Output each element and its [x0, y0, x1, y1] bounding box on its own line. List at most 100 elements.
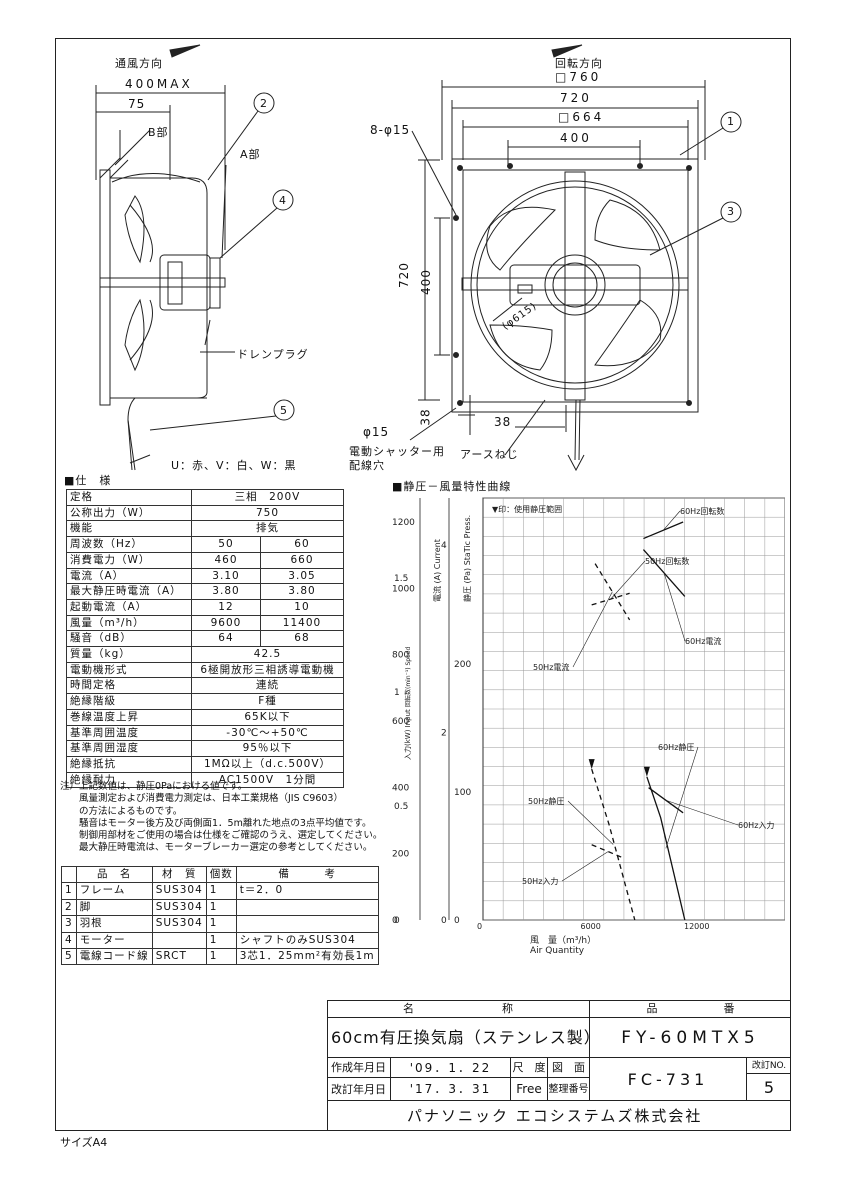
spec-label: 公称出力（W）: [66, 504, 192, 522]
spec-value: 42.5: [191, 646, 344, 663]
parts-name: 羽根: [75, 915, 153, 933]
spec-label: 質量（kg）: [66, 646, 192, 663]
spec-value-50hz: 12: [191, 598, 261, 616]
x-tick-label: 12000: [684, 922, 709, 931]
leader-line: [561, 851, 609, 882]
paper-size: サイズA4: [60, 1136, 108, 1149]
parts-name: 脚: [75, 898, 153, 917]
technical-drawing: [95, 44, 742, 472]
series-60Hz回転数: [643, 521, 684, 540]
spec-value-60hz: 60: [259, 536, 345, 553]
side-view: [95, 44, 295, 471]
spec-label: 巻線温度上昇: [66, 708, 192, 726]
parts-name: 電線コード線: [75, 948, 153, 966]
drain-plug-label: ドレンプラグ: [237, 348, 309, 361]
spec-value: 三相 200V: [191, 489, 344, 506]
series-label: 50Hz入力: [522, 876, 558, 886]
x-tick-label: 6000: [581, 922, 601, 931]
note-line: 風量測定および消費電力測定は、日本工業規格（JIS C9603）: [60, 793, 343, 805]
legend-note: ▼印：使用静圧範囲: [492, 504, 562, 514]
series-50Hz電流: [594, 563, 631, 621]
parts-material: [151, 931, 207, 950]
drawing-label: 図 面: [548, 1058, 590, 1078]
spec-value: 1MΩ以上（d.c.500V）: [191, 755, 344, 773]
parts-note: 3芯1．25mm²有効長1m: [235, 948, 379, 966]
series-60Hz静圧: [646, 776, 686, 921]
scale-label: 尺 度: [511, 1058, 548, 1078]
series-label: 50Hz電流: [533, 662, 569, 672]
series-60Hz入力: [648, 787, 684, 814]
parts-no: 1: [61, 882, 77, 900]
product-number: FY-60MTX5: [590, 1018, 791, 1058]
speed-axis-label: 回転数(min⁻¹) Speed: [404, 647, 412, 707]
series-60Hz電流: [642, 549, 686, 597]
spec-label: 基準周囲温度: [66, 724, 192, 742]
series-label: 50Hz回転数: [645, 556, 689, 566]
spec-value: -30℃～+50℃: [191, 724, 344, 742]
parts-no: 5: [61, 948, 77, 966]
current-axis-label: 電流 (A) Current: [432, 539, 442, 602]
parts-header: 備 考: [235, 865, 379, 884]
series-label: 50Hz静圧: [528, 796, 564, 806]
parts-note: [235, 898, 379, 917]
speed-tick-label: 1200: [392, 518, 415, 528]
spec-row: 公称出力（W）750: [66, 504, 344, 522]
leader-line: [665, 746, 699, 849]
notes: 注）上記数値は、静圧0Paにおける値です。 風量測定および消費電力測定は、日本工…: [60, 781, 382, 855]
dim-75: 75: [128, 97, 146, 111]
created-date: '09．1．22: [391, 1058, 511, 1078]
parts-no: 3: [61, 915, 77, 933]
revised-label: 改訂年月日: [327, 1078, 391, 1101]
name-header: 名 称: [327, 1000, 590, 1018]
spec-label: 時間定格: [66, 677, 192, 695]
revision-value: 5: [747, 1074, 791, 1101]
speed-tick-label: 200: [392, 850, 409, 860]
spec-row: 質量（kg）42.5: [66, 646, 344, 663]
parts-header: 品 名: [75, 865, 153, 884]
speed-tick-label: 0: [392, 916, 398, 926]
spec-value: F種: [191, 693, 344, 710]
series-label: 60Hz静圧: [658, 742, 694, 752]
dim-400max: 400MAX: [125, 77, 193, 91]
spec-value-50hz: 50: [191, 536, 261, 553]
parts-material: SUS304: [151, 915, 207, 933]
x-tick-label: 0: [477, 922, 482, 931]
speed-tick-label: 1000: [392, 584, 415, 594]
series-label: 60Hz回転数: [680, 506, 724, 516]
dim-38b: 38: [494, 415, 512, 429]
balloon-5: 5: [280, 404, 288, 417]
x-axis-label: 風 量（m³/h）: [530, 935, 596, 946]
range-marker: [643, 766, 650, 777]
parts-name: フレーム: [75, 882, 153, 900]
parts-name: モーター: [75, 931, 153, 950]
spec-label: 風量（m³/h）: [66, 614, 192, 632]
x-axis-label-en: Air Quantity: [530, 946, 585, 956]
spec-label: 絶縁耐力: [66, 771, 192, 789]
spec-label: 絶縁階級: [66, 693, 192, 710]
input-axis-label: 入力(kW) Input: [403, 709, 412, 760]
revision-label: 改訂NO.: [747, 1058, 791, 1074]
input-tick-label: 1.5: [394, 574, 408, 584]
note-line: 最大静圧時電流は、モーターブレーカー選定の参考としてください。: [60, 842, 373, 854]
spec-value-60hz: 3.05: [259, 567, 345, 585]
parts-note: [235, 915, 379, 933]
spec-label: 絶縁抵抗: [66, 755, 192, 773]
range-marker: [588, 759, 595, 770]
spec-label: 電動機形式: [66, 661, 192, 679]
parts-note: t＝2．0: [235, 882, 379, 900]
input-tick-label: 1: [394, 688, 400, 698]
dim-400: 400: [560, 131, 592, 145]
spec-value-50hz: 64: [191, 630, 261, 648]
spec-value-50hz: 460: [191, 551, 261, 569]
detail-b-label: B部: [148, 126, 169, 139]
parts-no: 2: [61, 898, 77, 917]
rotation-label: 回転方向: [555, 57, 603, 70]
number-header: 品 番: [590, 1000, 791, 1018]
series-50Hz入力: [591, 844, 625, 860]
shutter-hole-label-2: 配線穴: [349, 459, 385, 472]
